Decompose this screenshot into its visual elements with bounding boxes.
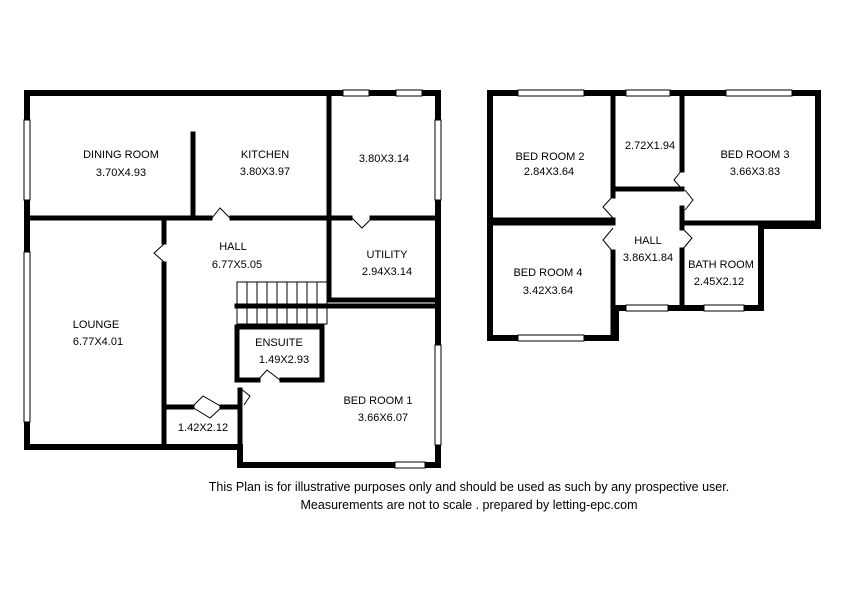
ensuite-wall	[234, 324, 325, 383]
room-label-bed-room-4: BED ROOM 4	[513, 267, 582, 279]
window-bed3	[725, 89, 793, 97]
room-label-ensuite: ENSUITE	[255, 337, 303, 349]
door-bed1	[239, 387, 251, 406]
window-top-2	[395, 89, 423, 97]
room-label-lounge: LOUNGE	[73, 319, 119, 331]
room-size-side-room: 3.80X3.14	[359, 153, 409, 165]
window-bed1-right	[434, 344, 442, 446]
room-size-lounge: 6.77X4.01	[73, 336, 123, 348]
window-bed1-bottom	[394, 461, 426, 469]
disclaimer-line-2: Measurements are not to scale . prepared…	[300, 498, 638, 512]
door-wc	[191, 395, 223, 419]
first-floor-outer-wall	[487, 90, 821, 341]
door-lounge-hall	[153, 243, 165, 263]
door-kitchen-hall	[211, 207, 231, 219]
room-label-hall: HALL	[219, 241, 247, 253]
window-bed2	[517, 89, 585, 97]
room-label-dining-room: DINING ROOM	[83, 149, 159, 161]
room-size-kitchen: 3.80X3.97	[240, 166, 290, 178]
disclaimer-line-1: This Plan is for illustrative purposes o…	[208, 480, 730, 494]
door-storage	[673, 169, 683, 190]
room-label-kitchen: KITCHEN	[241, 149, 289, 161]
room-size-bed-room-3: 3.66X3.83	[730, 166, 780, 178]
room-size-hall-first: 3.86X1.84	[623, 252, 673, 264]
window-storage	[625, 89, 671, 97]
room-label-utility: UTILITY	[367, 249, 409, 261]
room-size-storage: 2.72X1.94	[625, 140, 675, 152]
ground-floor-plan: DINING ROOM 3.70X4.93 KITCHEN 3.80X3.97 …	[23, 89, 442, 469]
room-size-bed-room-1: 3.66X6.07	[358, 412, 408, 424]
room-size-dining-room: 3.70X4.93	[96, 167, 146, 179]
room-label-bed-room-3: BED ROOM 3	[720, 149, 789, 161]
door-ensuite	[257, 369, 281, 381]
window-top-1	[342, 89, 370, 97]
window-bed4	[517, 334, 585, 342]
first-floor-plan: BED ROOM 2 2.84X3.64 2.72X1.94 BED ROOM …	[487, 89, 821, 342]
window-side-right	[434, 119, 442, 201]
room-size-utility: 2.94X3.14	[362, 266, 412, 278]
window-hall-first	[625, 304, 669, 312]
door-bed2	[602, 195, 614, 219]
door-utility	[351, 217, 373, 229]
room-label-bed-room-1: BED ROOM 1	[343, 395, 412, 407]
window-lounge	[23, 251, 31, 423]
room-size-bed-room-4: 3.42X3.64	[523, 285, 573, 297]
room-size-bath-room: 2.45X2.12	[694, 276, 744, 288]
window-dining	[23, 119, 31, 201]
staircase	[236, 281, 328, 325]
room-label-bed-room-2: BED ROOM 2	[515, 151, 584, 163]
room-size-ensuite: 1.49X2.93	[259, 354, 309, 366]
door-bath	[681, 227, 693, 251]
window-bath	[703, 304, 745, 312]
room-label-hall-first: HALL	[634, 235, 662, 247]
door-bed4	[602, 227, 614, 253]
room-size-bed-room-2: 2.84X3.64	[524, 166, 574, 178]
door-bed3	[684, 189, 694, 211]
room-size-wc: 1.42X2.12	[178, 422, 228, 434]
room-size-hall: 6.77X5.05	[212, 259, 262, 271]
room-label-bath-room: BATH ROOM	[688, 259, 754, 271]
